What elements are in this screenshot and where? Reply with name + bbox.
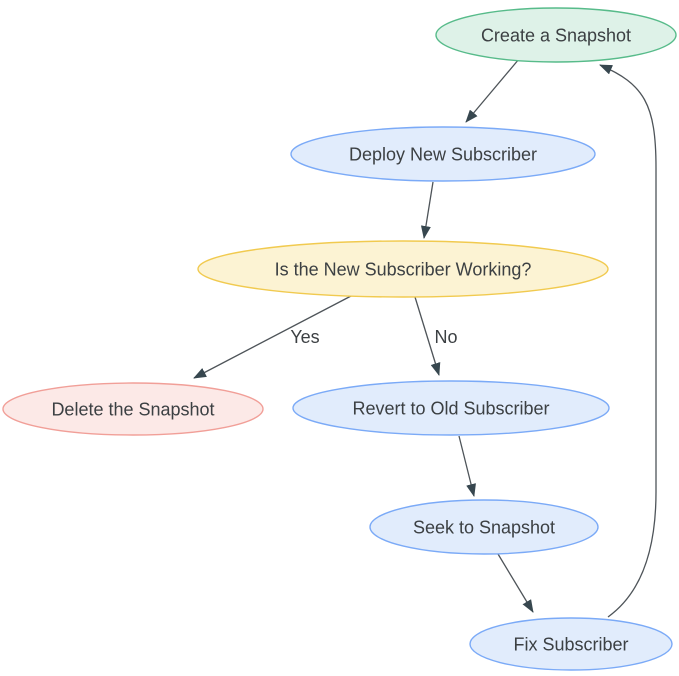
edge-line-seek-to-fix bbox=[497, 553, 534, 613]
node-ellipse-delete-the-snapshot bbox=[2, 382, 264, 436]
edge-line-deploy-to-working bbox=[420, 181, 434, 239]
node-ellipse-deploy-new-subscriber bbox=[290, 126, 596, 182]
edge-line-fix-to-create bbox=[599, 64, 657, 618]
node-label-delete-the-snapshot: Delete the Snapshot bbox=[51, 399, 214, 419]
node-ellipse-revert-to-old-subscriber bbox=[292, 380, 610, 436]
edge-revert-to-seek bbox=[458, 435, 476, 497]
node-ellipse-fix-subscriber bbox=[469, 617, 673, 671]
edge-line-working-to-delete bbox=[193, 295, 352, 379]
edge-seek-to-fix bbox=[497, 553, 534, 613]
node-fix-subscriber: Fix Subscriber bbox=[469, 617, 673, 671]
node-is-the-new-subscriber-working: Is the New Subscriber Working? bbox=[197, 240, 609, 298]
edge-working-to-revert: No bbox=[414, 296, 458, 376]
node-label-seek-to-snapshot: Seek to Snapshot bbox=[413, 517, 555, 537]
node-seek-to-snapshot: Seek to Snapshot bbox=[369, 499, 599, 555]
node-ellipse-create-a-snapshot bbox=[435, 7, 677, 63]
node-ellipse-is-the-new-subscriber-working bbox=[197, 240, 609, 298]
node-create-a-snapshot: Create a Snapshot bbox=[435, 7, 677, 63]
edge-label-no: No bbox=[434, 327, 457, 347]
node-label-is-the-new-subscriber-working: Is the New Subscriber Working? bbox=[275, 259, 532, 279]
edge-deploy-to-working bbox=[420, 181, 434, 239]
node-ellipse-seek-to-snapshot bbox=[369, 499, 599, 555]
node-label-create-a-snapshot: Create a Snapshot bbox=[481, 25, 631, 45]
edge-line-create-to-deploy bbox=[465, 58, 520, 123]
node-label-fix-subscriber: Fix Subscriber bbox=[513, 634, 628, 654]
edge-line-working-to-revert bbox=[414, 296, 441, 376]
node-label-revert-to-old-subscriber: Revert to Old Subscriber bbox=[352, 398, 549, 418]
edge-create-to-deploy bbox=[465, 58, 520, 123]
edge-label-yes: Yes bbox=[290, 327, 319, 347]
node-label-deploy-new-subscriber: Deploy New Subscriber bbox=[349, 144, 537, 164]
node-delete-the-snapshot: Delete the Snapshot bbox=[2, 382, 264, 436]
edge-working-to-delete: Yes bbox=[193, 295, 352, 379]
node-revert-to-old-subscriber: Revert to Old Subscriber bbox=[292, 380, 610, 436]
edge-fix-to-create bbox=[599, 64, 657, 618]
edge-line-revert-to-seek bbox=[458, 435, 476, 497]
node-deploy-new-subscriber: Deploy New Subscriber bbox=[290, 126, 596, 182]
